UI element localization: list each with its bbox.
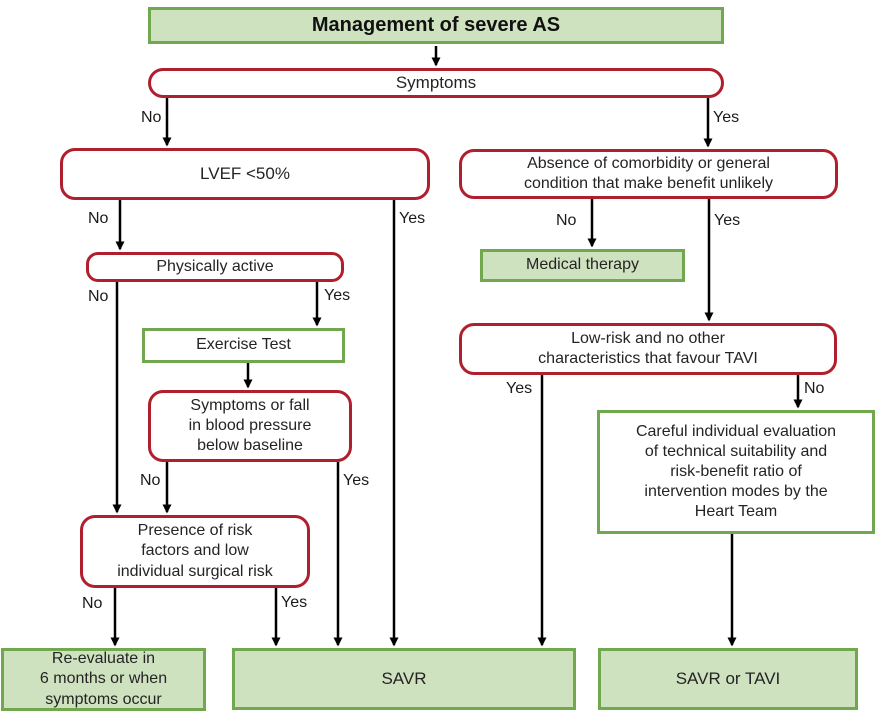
edge-label-no-lowrisk-careful: No (804, 380, 825, 397)
node-symptoms: Symptoms (148, 68, 724, 98)
node-reevaluate: Re-evaluate in 6 months or when symptoms… (1, 648, 206, 711)
node-lvef: LVEF <50% (60, 148, 430, 200)
edge-label-no-fallbp-presence: No (140, 472, 161, 489)
edge-label-no-absence-medical: No (556, 212, 577, 229)
node-title: Management of severe AS (148, 7, 724, 44)
node-careful-evaluation: Careful individual evaluation of technic… (597, 410, 875, 534)
node-exercise-test: Exercise Test (142, 328, 345, 363)
node-savr-tavi: SAVR or TAVI (598, 648, 858, 710)
node-savr: SAVR (232, 648, 576, 710)
node-symptoms-fall-bp: Symptoms or fall in blood pressure below… (148, 390, 352, 462)
edge-label-yes-symptoms-absence: Yes (713, 109, 740, 126)
node-medical-therapy: Medical therapy (480, 249, 685, 282)
edge-label-yes-fallbp-savr: Yes (343, 472, 370, 489)
edge-label-yes-presence-savr: Yes (281, 594, 308, 611)
edge-label-yes-absence-lowrisk: Yes (714, 212, 741, 229)
edge-label-no-symptoms-lvef: No (141, 109, 162, 126)
edge-label-yes-physical-exercise: Yes (324, 287, 351, 304)
node-low-risk: Low-risk and no other characteristics th… (459, 323, 837, 375)
edge-label-yes-lvef-savr: Yes (399, 210, 426, 227)
edge-label-no-presence-reevaluate: No (82, 595, 103, 612)
edge-label-no-physical-presence: No (88, 288, 109, 305)
node-physically-active: Physically active (86, 252, 344, 282)
node-absence-comorbidity: Absence of comorbidity or general condit… (459, 149, 838, 199)
edge-label-yes-lowrisk-savr: Yes (506, 380, 533, 397)
edge-label-no-lvef-physical: No (88, 210, 109, 227)
node-presence-risk: Presence of risk factors and low individ… (80, 515, 310, 588)
